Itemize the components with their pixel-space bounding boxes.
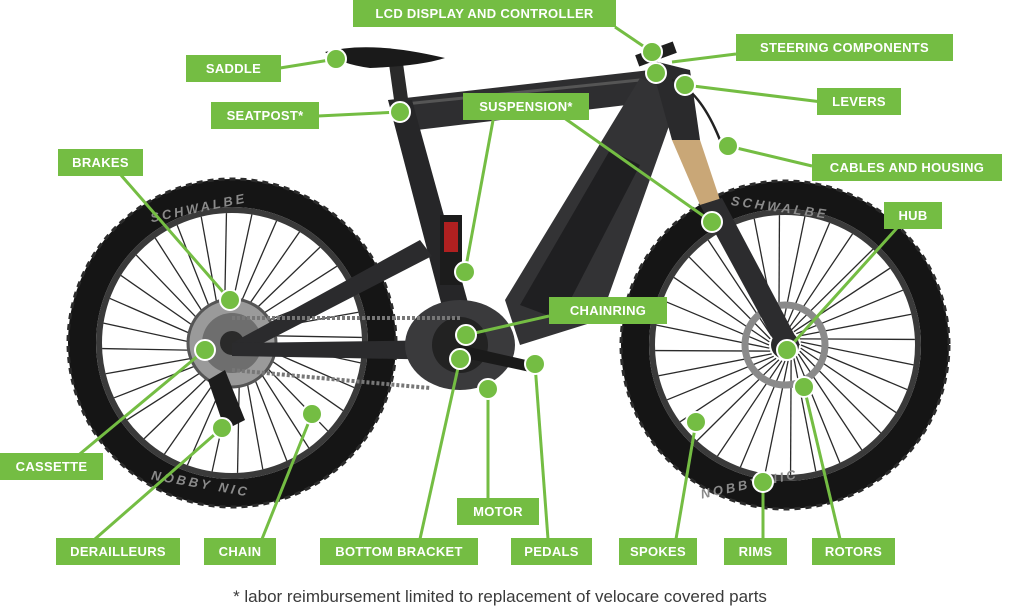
label-levers: LEVERS [817,88,901,115]
label-rotors: ROTORS [812,538,895,565]
front-wheel: SCHWALBE NOBBY NIC [619,179,951,511]
spoke [673,276,770,343]
dot-steering [645,62,667,84]
dot-brakes [219,289,241,311]
label-cables-and-housing: CABLES AND HOUSING [812,154,1002,181]
spoke [739,360,786,468]
spoke [784,222,831,330]
dot-pedals [524,353,546,375]
dot-rotors [793,376,815,398]
label-rims: RIMS [724,538,787,565]
spoke [797,353,863,451]
label-cassette: CASSETTE [0,453,103,480]
spoke [716,360,783,457]
dot-saddle [325,48,347,70]
spoke [662,299,770,346]
dot-seatpost [389,101,411,123]
label-suspension: SUSPENSION* [463,93,589,120]
spoke [800,341,914,366]
spoke [781,216,806,330]
dot-derailleurs [211,417,233,439]
label-lcd-display: LCD DISPLAY AND CONTROLLER [353,0,616,27]
label-chainring: CHAINRING [549,297,667,324]
spoke [658,353,772,377]
spoke [655,349,771,352]
spoke [799,350,882,434]
label-steering-components: STEERING COMPONENTS [736,34,953,61]
label-seatpost: SEATPOST* [211,102,319,129]
dot-spokes [685,411,707,433]
dot-motor [477,378,499,400]
spoke [688,256,771,340]
spoke [764,360,789,474]
dot-bottom-bracket [449,348,471,370]
spoke [789,359,792,475]
dot-hub [776,339,798,361]
spoke [796,289,904,335]
spoke [787,233,854,330]
spoke [798,313,912,337]
spoke [656,324,770,349]
dot-cassette [194,339,216,361]
label-bottom-bracket: BOTTOM BRACKET [320,538,478,565]
spoke [696,359,780,442]
spoke [800,347,897,414]
dot-suspension-front [701,211,723,233]
dot-chain [301,403,323,425]
spoke [800,344,908,391]
label-saddle: SADDLE [186,55,281,82]
label-motor: MOTOR [457,498,539,525]
footnote: * labor reimbursement limited to replace… [233,587,767,606]
spoke [795,356,841,464]
frame [208,60,800,430]
spoke [707,239,773,337]
spoke [666,355,774,401]
spoke [793,267,891,333]
dot-suspension-rear [454,261,476,283]
spoke [790,248,874,331]
label-hub: HUB [884,202,942,229]
spoke [799,338,915,341]
label-derailleurs: DERAILLEURS [56,538,180,565]
dot-chainring [455,324,477,346]
label-brakes: BRAKES [58,149,143,176]
dot-rims [752,471,774,493]
spoke [793,358,817,472]
saddle-and-seatpost [325,47,445,106]
dot-cables [717,135,739,157]
label-spokes: SPOKES [619,538,697,565]
callout-dots [194,41,815,493]
label-pedals: PEDALS [511,538,592,565]
dot-lcd [641,41,663,63]
dot-levers [674,74,696,96]
label-chain: CHAIN [204,538,276,565]
